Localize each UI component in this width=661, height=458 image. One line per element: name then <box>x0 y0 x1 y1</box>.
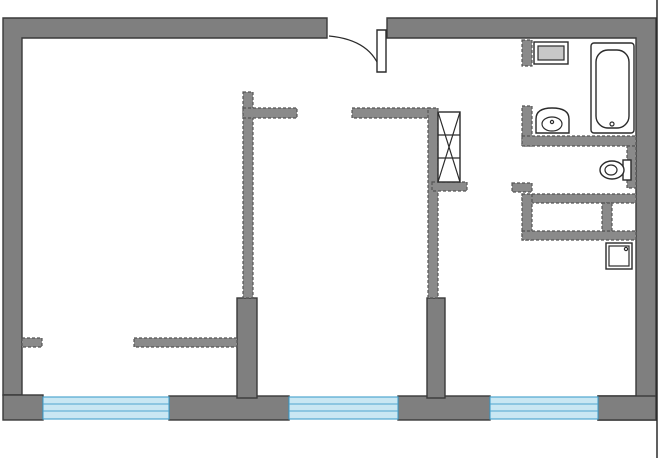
window-2 <box>288 396 399 420</box>
door-leaf <box>376 29 387 73</box>
partition-center-vertical <box>427 107 439 299</box>
exterior-wall-bottom-right-end <box>597 395 657 421</box>
sink-cabinet <box>533 41 569 65</box>
exterior-wall-bottom-left-end <box>2 394 44 421</box>
partition-bath-top-left <box>521 39 533 67</box>
partition-closet2-top <box>521 193 637 204</box>
partition-hall-stub <box>511 182 533 193</box>
closet-unit <box>437 111 461 183</box>
partition-center-top <box>351 107 433 119</box>
window-1 <box>42 396 170 420</box>
partition-closet2-divider <box>601 202 613 232</box>
exterior-wall-bottom-pier-1 <box>168 395 290 421</box>
partition-left-stub <box>242 107 298 119</box>
load-bearing-wall-left <box>236 297 258 399</box>
load-bearing-wall-right <box>426 297 446 399</box>
exterior-walls <box>2 17 657 421</box>
partition-bath-horizontal <box>521 135 637 147</box>
toilet <box>599 159 632 181</box>
interior-walls <box>236 297 446 399</box>
window-3 <box>489 396 599 420</box>
exterior-wall-bottom-pier-2 <box>397 395 491 421</box>
entrance-door <box>328 29 387 73</box>
door-swing-arc <box>328 35 382 73</box>
bathroom-fixtures <box>533 41 635 270</box>
shower-tray <box>605 242 633 270</box>
partitions <box>21 39 637 348</box>
partition-closet2-bottom <box>521 230 637 241</box>
windows <box>42 396 599 420</box>
washbasin <box>535 107 570 134</box>
bathtub <box>590 42 635 134</box>
partition-closet-bottom <box>431 181 468 192</box>
partition-left-vertical <box>242 91 254 299</box>
partition-living-mid <box>133 337 238 348</box>
partition-living-left <box>21 337 43 348</box>
